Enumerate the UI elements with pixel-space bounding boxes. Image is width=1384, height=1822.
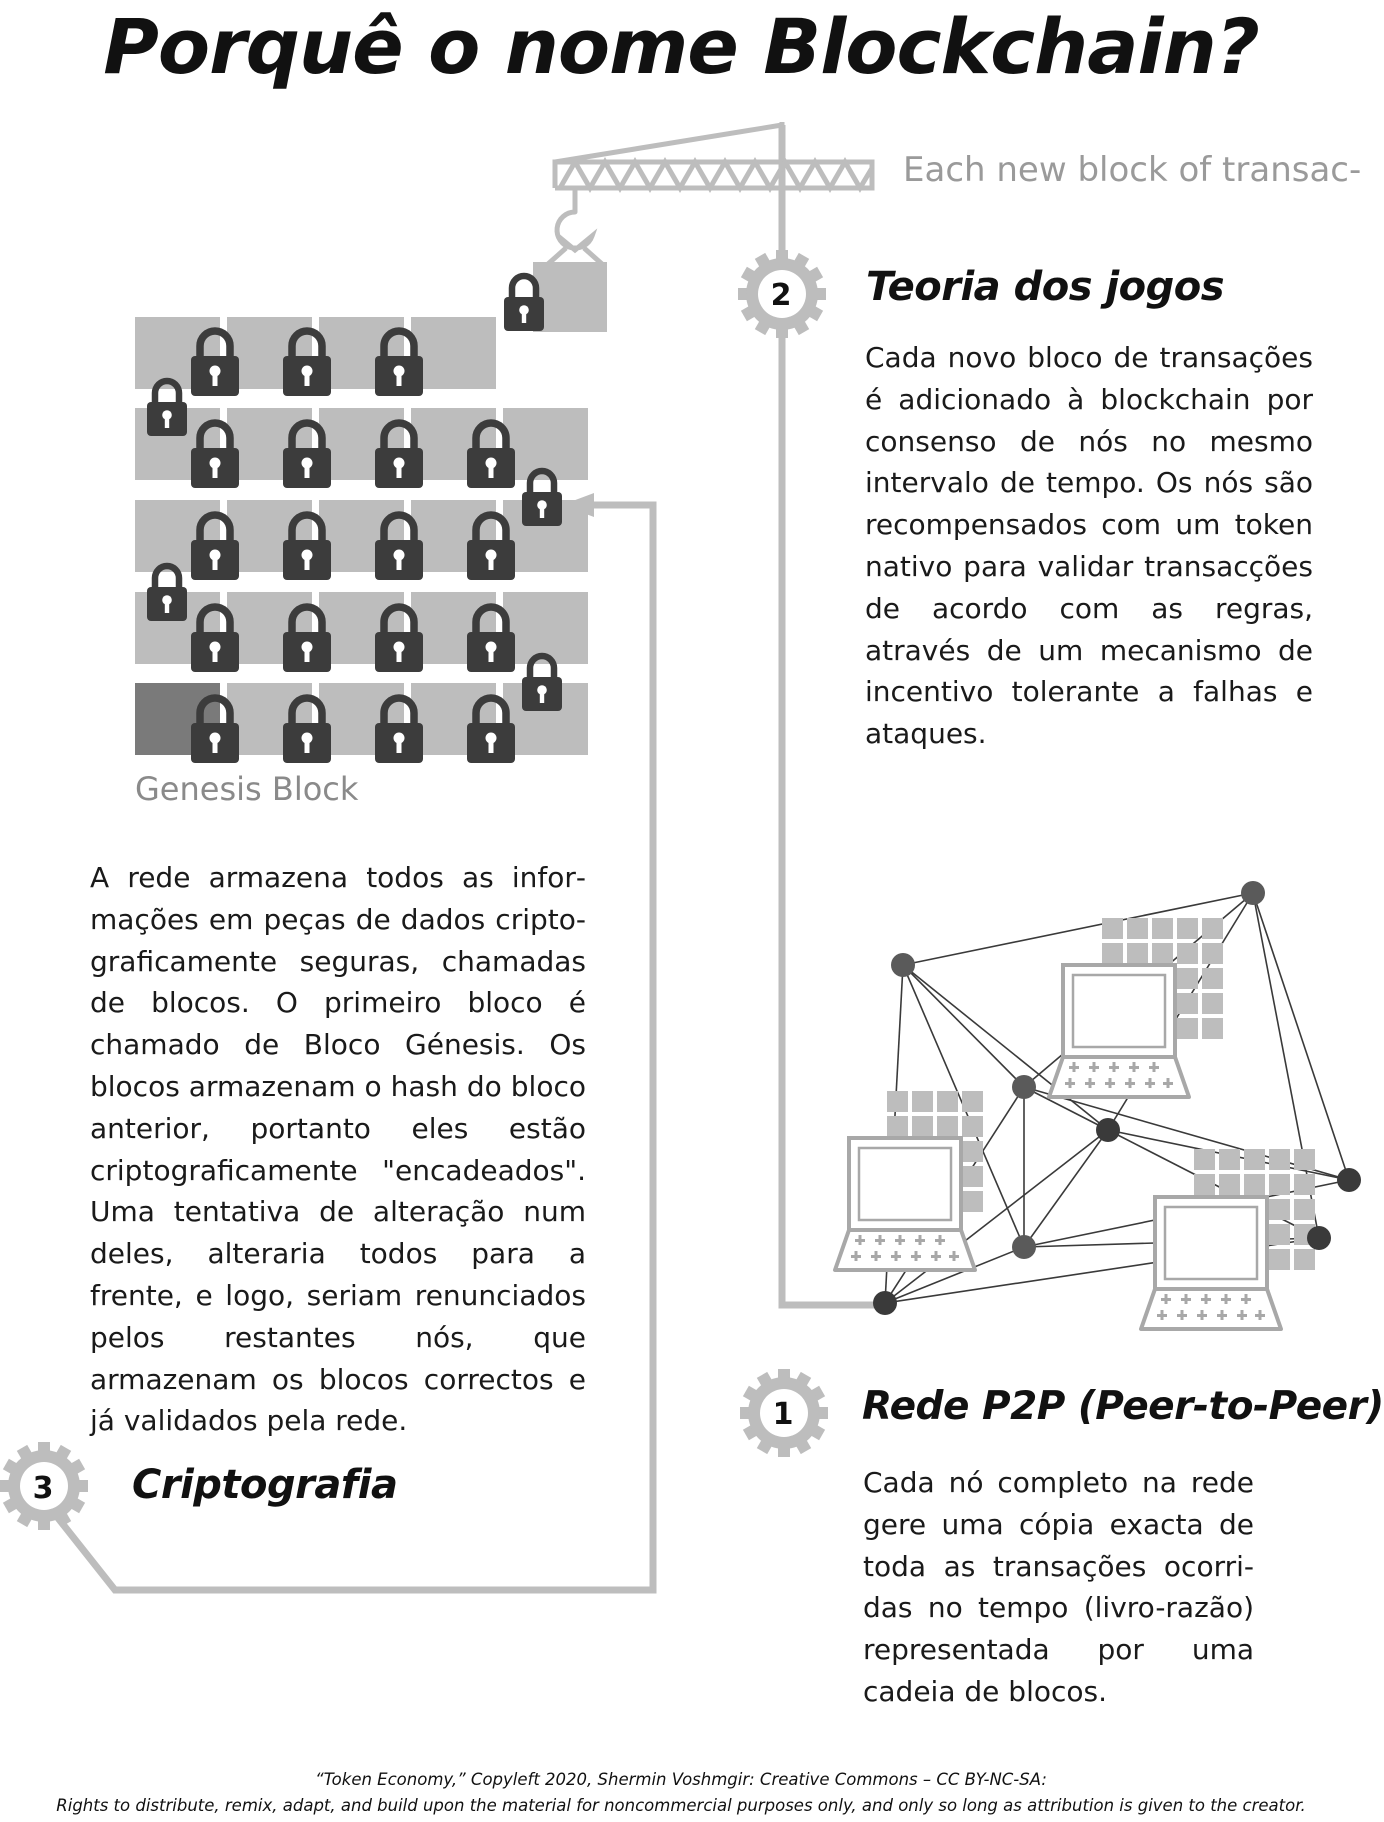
network-node-icon — [1012, 1235, 1036, 1259]
network-link — [884, 1129, 1109, 1304]
block — [1202, 918, 1223, 939]
block — [411, 317, 496, 389]
padlock-icon — [522, 656, 562, 711]
step-3-heading: Criptografia — [132, 1462, 398, 1508]
block — [912, 1116, 933, 1137]
block — [1177, 918, 1198, 939]
block — [1294, 1149, 1315, 1170]
block — [1127, 918, 1148, 939]
network-node-icon — [1337, 1168, 1361, 1192]
network-link — [1252, 892, 1350, 1181]
network-node-icon — [1307, 1226, 1331, 1250]
block — [1152, 943, 1173, 964]
crane-icon — [546, 122, 875, 266]
network-node-icon — [1012, 1075, 1036, 1099]
block — [887, 1116, 908, 1137]
block — [937, 1091, 958, 1112]
padlock-icon — [504, 276, 544, 331]
block — [912, 1091, 933, 1112]
step-3-text: A rede armazena todos as infor­mações em… — [90, 861, 586, 1438]
block — [1269, 1199, 1290, 1220]
block — [962, 1191, 983, 1212]
computer-icon — [1139, 1195, 1283, 1331]
step-2-heading: Teoria dos jogos — [866, 264, 1225, 310]
block — [1202, 1018, 1223, 1039]
block — [1269, 1249, 1290, 1270]
step-1-text: Cada nó completo na rede gere uma cópia … — [863, 1466, 1254, 1708]
network-nodes — [873, 881, 1361, 1315]
block — [1127, 943, 1148, 964]
block — [1102, 918, 1123, 939]
network-node-icon — [891, 953, 915, 977]
step-1-heading: Rede P2P (Peer-to-Peer) — [862, 1384, 1384, 1429]
block — [962, 1091, 983, 1112]
network-link — [902, 892, 1254, 966]
block — [1294, 1174, 1315, 1195]
block — [1152, 918, 1173, 939]
gear-icon — [740, 1369, 828, 1457]
block — [1177, 1018, 1198, 1039]
padlock-icon — [147, 381, 187, 436]
block — [1219, 1149, 1240, 1170]
block — [962, 1166, 983, 1187]
block-grid — [135, 317, 588, 763]
block — [1194, 1174, 1215, 1195]
page-title: Porquê o nome Blockchain? — [103, 2, 1260, 91]
gear-icon — [0, 1442, 88, 1530]
block — [1269, 1224, 1290, 1245]
step-number-2: 2 — [771, 278, 792, 313]
network-link — [902, 964, 1109, 1131]
block — [503, 592, 588, 664]
crane-caption: Each new block of transac- — [903, 150, 1362, 190]
block — [1177, 943, 1198, 964]
block — [937, 1116, 958, 1137]
block — [1202, 943, 1223, 964]
block — [1202, 968, 1223, 989]
block — [1294, 1199, 1315, 1220]
network-node-icon — [873, 1291, 897, 1315]
block — [1202, 993, 1223, 1014]
block — [1194, 1149, 1215, 1170]
gears — [0, 250, 828, 1530]
computer-icon — [1047, 963, 1191, 1099]
block — [1244, 1149, 1265, 1170]
computer-icon — [833, 1136, 977, 1272]
network-link — [1023, 1129, 1109, 1248]
block — [1102, 943, 1123, 964]
block — [1177, 993, 1198, 1014]
block — [1244, 1174, 1265, 1195]
network-node-icon — [1241, 881, 1265, 905]
block — [1177, 968, 1198, 989]
connector-lines — [51, 125, 884, 1594]
block — [1219, 1174, 1240, 1195]
credit-line-1: “Token Economy,” Copyleft 2020, Shermin … — [315, 1770, 1047, 1789]
block — [962, 1116, 983, 1137]
crane-block — [533, 262, 607, 332]
step-number-3: 3 — [33, 1471, 54, 1506]
block — [1269, 1174, 1290, 1195]
padlock-icon — [147, 566, 187, 621]
network-link — [1023, 1086, 1109, 1131]
gear-icon — [738, 250, 826, 338]
block — [1294, 1249, 1315, 1270]
block — [503, 408, 588, 480]
network-node-icon — [1096, 1118, 1120, 1142]
step-2-text: Cada novo bloco de transações é adiciona… — [865, 341, 1313, 751]
block — [887, 1091, 908, 1112]
step-number-1: 1 — [773, 1397, 794, 1432]
network-link — [884, 1246, 1025, 1304]
block — [1269, 1149, 1290, 1170]
network-link — [902, 964, 1025, 1088]
genesis-block-label: Genesis Block — [135, 770, 359, 808]
credit-line-2: Rights to distribute, remix, adapt, and … — [56, 1796, 1306, 1815]
block — [962, 1141, 983, 1162]
